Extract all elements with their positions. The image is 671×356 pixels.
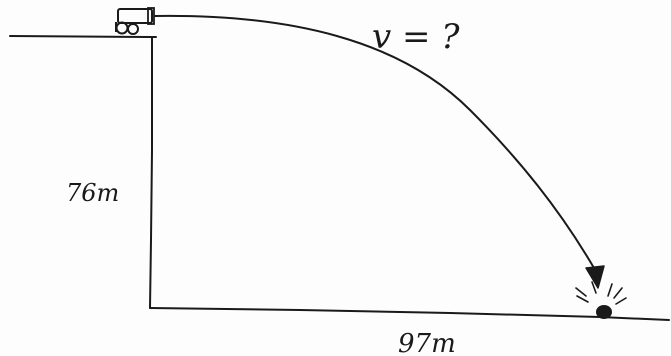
cannonball-impact-icon — [575, 281, 627, 319]
cliff-top-line — [9, 35, 157, 38]
ground-line — [149, 307, 670, 321]
distance-label: 97m — [398, 329, 456, 356]
velocity-label: v = ? — [372, 17, 460, 57]
arrowhead-icon — [585, 265, 605, 289]
cliff-face-line — [149, 37, 153, 309]
height-label: 76m — [66, 179, 119, 207]
cannon-icon — [115, 7, 155, 35]
trajectory-curve — [154, 14, 595, 269]
